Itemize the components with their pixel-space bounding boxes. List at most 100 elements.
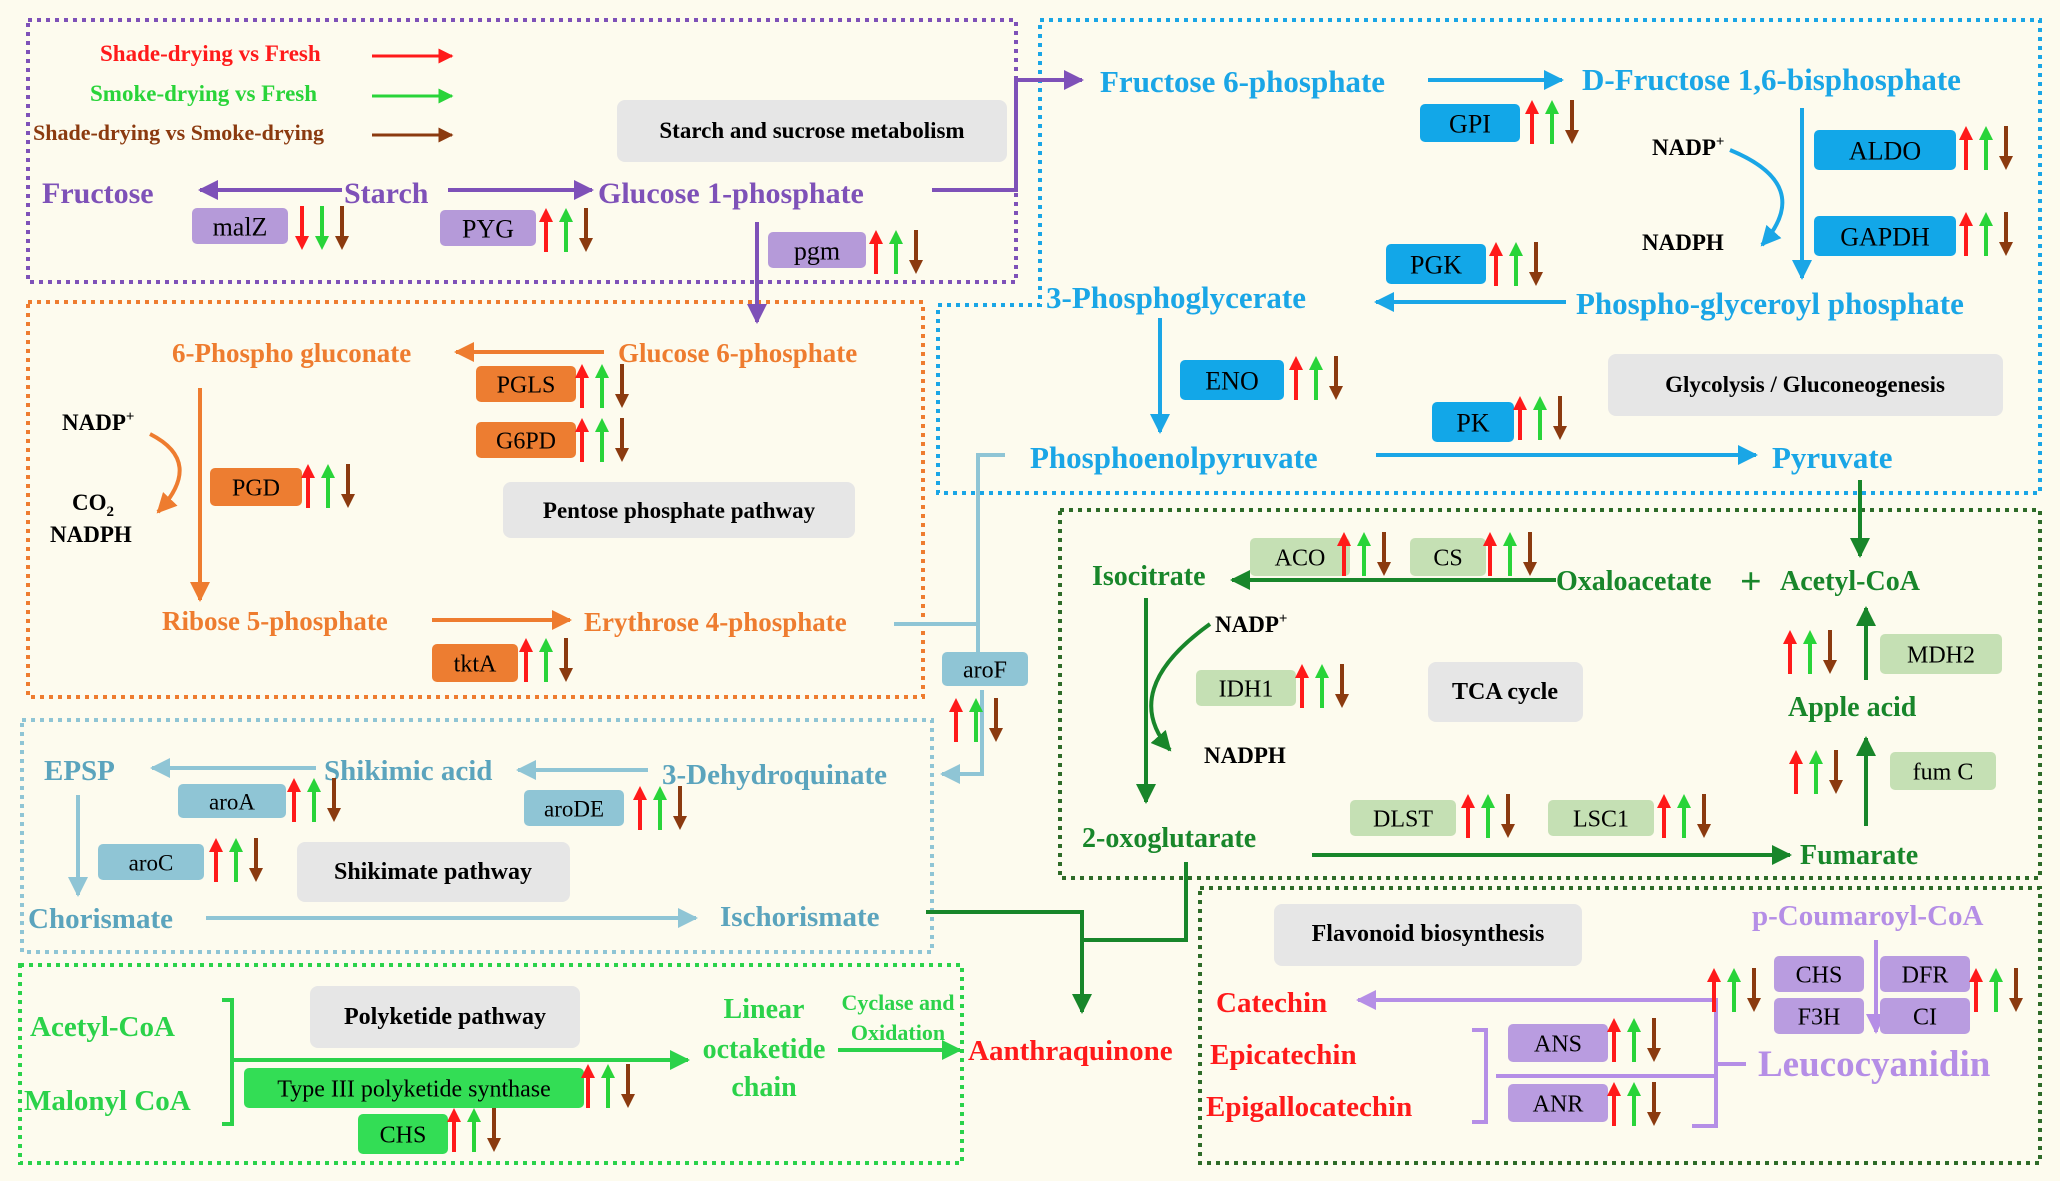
- gene-gpi-smoke-vs-fresh-up-arrow: [1545, 100, 1559, 144]
- gene-ci-background: [1880, 998, 1970, 1034]
- gene-idh1-background: [1196, 670, 1296, 706]
- gene-pyg-smoke-vs-fresh-up-arrow: [559, 208, 573, 252]
- gene-cs-box: CS: [1410, 538, 1486, 576]
- gene-arof-shade-vs-smoke-down-arrow: [989, 698, 1003, 742]
- gene-gapdh-label: GAPDH: [1840, 222, 1930, 251]
- gene-dfr-background: [1880, 956, 1970, 992]
- gene-aroc-label: aroC: [129, 850, 174, 875]
- gene-pk-background: [1432, 402, 1514, 442]
- gene-malz-label: malZ: [213, 212, 268, 241]
- bracket-ans-anr: [1692, 1030, 1718, 1128]
- gene-dlst-shade-vs-smoke-down-arrow: [1501, 794, 1515, 838]
- gene-fumc-shade-vs-fresh-up-arrow: [1789, 750, 1803, 794]
- gene-arode-label: aroDE: [544, 796, 604, 821]
- gene-lsc1-box: LSC1: [1548, 800, 1654, 836]
- pathway-label-shikimate-text: Shikimate pathway: [334, 859, 532, 885]
- gene-aroc-box: aroC: [98, 844, 204, 880]
- connector-pep-to-arof: [976, 453, 1005, 655]
- gene-aroc-background: [98, 844, 204, 880]
- gene-f3h-label: F3H: [1798, 1005, 1841, 1031]
- polyketide-region: [18, 963, 964, 1165]
- gene-tkta-label: tktA: [454, 652, 497, 678]
- gene-pgk-shade-vs-smoke-down-arrow: [1529, 242, 1543, 286]
- gene-typeiii-shade-vs-fresh-up-arrow: [581, 1064, 595, 1108]
- metabolite-ischorismate: Ischorismate: [720, 901, 880, 933]
- metabolite-fructose: Fructose: [42, 177, 154, 210]
- gene-g6pd-box: G6PD: [476, 422, 576, 458]
- gene-idh1-shade-vs-fresh-up-arrow: [1295, 664, 1309, 708]
- gene-aroa-shade-vs-smoke-down-arrow: [327, 778, 341, 822]
- gene-mdh2-box: MDH2: [1880, 634, 2002, 674]
- gene-anr-smoke-vs-fresh-up-arrow: [1627, 1082, 1641, 1126]
- gene-arof-shade-vs-fresh-up-arrow: [949, 698, 963, 742]
- metabolite-fumarate: Fumarate: [1800, 840, 1918, 871]
- gene-pyg-box: PYG: [440, 210, 536, 246]
- gene-arof-background: [942, 652, 1028, 686]
- gene-malz-box: malZ: [192, 208, 288, 244]
- gene-chs-poly-label: CHS: [380, 1123, 427, 1149]
- pathway-label-polyketide: Polyketide pathway: [310, 986, 580, 1048]
- arrow-nadp-to-nadph-tca: [1149, 622, 1212, 752]
- gene-eno-shade-vs-fresh-up-arrow: [1289, 356, 1303, 400]
- gene-fumc-background: [1890, 752, 1996, 790]
- gene-gpi-label: GPI: [1449, 109, 1491, 138]
- cofactor-nadp-pentose: NADP+: [62, 409, 134, 435]
- gene-pgls-label: PGLS: [497, 373, 556, 399]
- gene-pgm-label: pgm: [794, 236, 840, 265]
- gene-aldo-shade-vs-fresh-up-arrow: [1959, 126, 1973, 170]
- gene-pyg-background: [440, 210, 536, 246]
- gene-eno-box: ENO: [1180, 360, 1284, 400]
- metabolite-leucocyanidin: Leucocyanidin: [1758, 1044, 1991, 1085]
- pathway-label-flavonoid-text: Flavonoid biosynthesis: [1312, 921, 1545, 947]
- gene-idh1-label: IDH1: [1219, 677, 1274, 703]
- metabolite-3-phosphoglycerate: 3-Phosphoglycerate: [1046, 280, 1306, 315]
- gene-typeiii-shade-vs-smoke-down-arrow: [621, 1064, 635, 1108]
- gene-eno-shade-vs-smoke-down-arrow: [1329, 356, 1343, 400]
- gene-pgd-box: PGD: [210, 468, 302, 506]
- gene-dlst-background: [1350, 800, 1456, 836]
- gene-chs-background: [1774, 956, 1864, 992]
- gene-aco-label: ACO: [1275, 546, 1326, 572]
- pathway-label-flavonoid: Flavonoid biosynthesis: [1274, 904, 1582, 966]
- gene-arode-background: [524, 790, 624, 826]
- metabolite-linear-3: chain: [731, 1072, 797, 1103]
- metabolite-glucose-6p: Glucose 6-phosphate: [618, 338, 857, 368]
- gene-pk-label: PK: [1456, 408, 1489, 437]
- legend: Shade-drying vs Fresh Smoke-drying vs Fr…: [33, 41, 454, 145]
- pathway-label-shikimate: Shikimate pathway: [297, 842, 570, 902]
- gene-pgm-shade-vs-smoke-down-arrow: [909, 230, 923, 274]
- gene-g6pd-shade-vs-fresh-up-arrow: [575, 418, 589, 462]
- gene-pgm-shade-vs-fresh-up-arrow: [869, 230, 883, 274]
- gene-aroa-box: aroA: [178, 784, 286, 818]
- gene-idh1-shade-vs-smoke-down-arrow: [1335, 664, 1349, 708]
- gene-dlst-smoke-vs-fresh-up-arrow: [1481, 794, 1495, 838]
- bracket-flavan-products: [1472, 1028, 1488, 1124]
- metabolite-erythrose-4p: Erythrose 4-phosphate: [584, 607, 847, 637]
- gene-pgd-shade-vs-fresh-up-arrow: [301, 464, 315, 508]
- gene-gpi-shade-vs-smoke-down-arrow: [1565, 100, 1579, 144]
- gene-ans-shade-vs-fresh-up-arrow: [1607, 1018, 1621, 1062]
- gene-chs-shade-vs-fresh-up-arrow: [1707, 968, 1721, 1012]
- gene-cs-smoke-vs-fresh-up-arrow: [1503, 532, 1517, 576]
- gene-pgk-label: PGK: [1410, 250, 1462, 279]
- metabolite-phosphoglyceroyl: Phospho-glyceroyl phosphate: [1576, 286, 1964, 321]
- gene-chs-box: CHS: [1774, 956, 1864, 992]
- gene-aldo-shade-vs-smoke-down-arrow: [1999, 126, 2013, 170]
- gene-pgls-box: PGLS: [476, 366, 576, 402]
- gene-arode-smoke-vs-fresh-up-arrow: [653, 786, 667, 830]
- label-cyclase-2: Oxidation: [851, 1020, 945, 1045]
- gene-chs-poly-shade-vs-smoke-down-arrow: [487, 1108, 501, 1152]
- gene-aroc-shade-vs-fresh-up-arrow: [209, 838, 223, 882]
- connector-oxoglutarate-to-anthraquinone: [1082, 862, 1188, 942]
- metabolite-linear-1: Linear: [724, 994, 805, 1025]
- metabolite-oxaloacetate: Oxaloacetate: [1556, 566, 1712, 597]
- gene-gapdh-box: GAPDH: [1814, 216, 1956, 256]
- gene-arode-shade-vs-fresh-up-arrow: [633, 786, 647, 830]
- arrow-nadp-to-nadph-glycolysis: [1729, 148, 1785, 247]
- glycolysis-region: [936, 18, 2042, 495]
- gene-cs-background: [1410, 538, 1486, 576]
- metabolite-shikimic-acid: Shikimic acid: [324, 755, 492, 787]
- gene-fumc-box: fum C: [1890, 752, 1996, 790]
- gene-anr-background: [1508, 1084, 1608, 1122]
